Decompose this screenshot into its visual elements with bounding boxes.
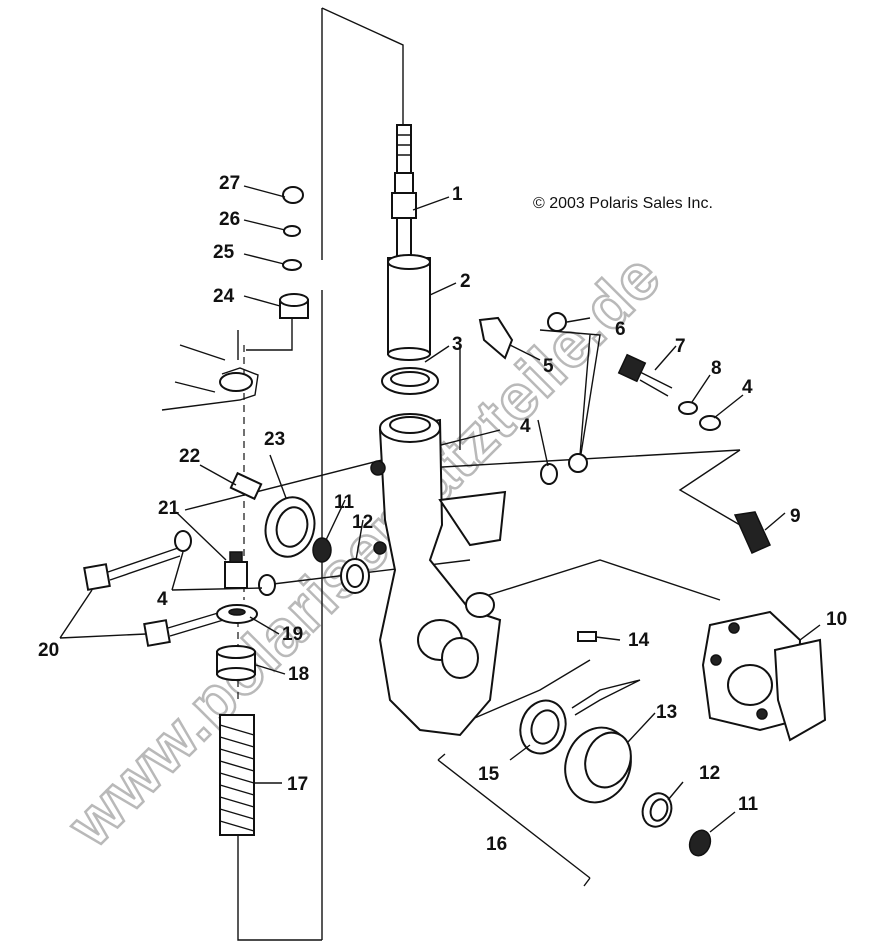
outer-bearing-race <box>641 792 673 828</box>
seal-ring <box>381 367 439 395</box>
tab-nut-lower <box>568 453 588 473</box>
spring-retainer <box>216 645 256 681</box>
lock-washer-8 <box>678 401 698 415</box>
callout-2: 2 <box>460 271 471 292</box>
tab-nut-upper <box>547 312 567 332</box>
spindle-knuckle <box>370 413 507 737</box>
brake-wire <box>571 679 641 716</box>
callout-18: 18 <box>288 664 309 685</box>
washer-left-upper <box>174 530 192 552</box>
caliper-bolt <box>617 353 673 397</box>
callout-21: 21 <box>158 498 180 519</box>
callout-13: 13 <box>656 702 677 723</box>
callout-10: 10 <box>826 609 847 630</box>
grease-fitting <box>577 631 597 642</box>
leader-lines <box>59 185 821 833</box>
callout-12: 12 <box>699 763 720 784</box>
steering-shaft <box>391 124 417 269</box>
coil-spring <box>219 714 255 836</box>
callout-4: 4 <box>742 377 753 398</box>
top-nut <box>282 186 304 204</box>
callout-8: 8 <box>711 358 722 379</box>
callout-6: 6 <box>615 319 626 340</box>
upper-bushing <box>279 293 309 319</box>
callout-27: 27 <box>219 173 240 194</box>
callout-23: 23 <box>264 429 285 450</box>
callout-22: 22 <box>179 446 200 467</box>
inner-bearing-cone <box>312 537 332 563</box>
callout-4: 4 <box>157 589 168 610</box>
callout-3: 3 <box>452 334 463 355</box>
washer-mid <box>540 463 558 485</box>
callout-5: 5 <box>543 356 554 377</box>
callout-15: 15 <box>478 764 500 785</box>
wheel-hub <box>564 726 632 804</box>
callout-17: 17 <box>287 774 308 795</box>
callout-11: 11 <box>738 794 759 815</box>
brake-line-tab <box>478 316 514 360</box>
callout-11: 11 <box>334 492 355 513</box>
bolt-upper <box>83 547 181 591</box>
shaft-sleeve <box>387 254 431 361</box>
hub-seal <box>519 699 567 755</box>
strut-mount <box>161 344 259 411</box>
callout-1: 1 <box>452 184 463 205</box>
copyright-notice: © 2003 Polaris Sales Inc. <box>533 195 713 212</box>
callout-24: 24 <box>213 286 235 307</box>
callout-20: 20 <box>38 640 59 661</box>
callout-4: 4 <box>520 416 531 437</box>
washer-26 <box>283 225 301 237</box>
callout-labels: 1 2 3 4 4 4 5 6 7 8 9 10 11 11 12 12 13 … <box>38 173 847 855</box>
callout-26: 26 <box>219 209 240 230</box>
dust-seal <box>264 496 316 558</box>
callout-9: 9 <box>790 506 801 527</box>
brake-caliper <box>701 610 827 742</box>
callout-16: 16 <box>486 834 507 855</box>
callout-25: 25 <box>213 242 235 263</box>
callout-7: 7 <box>675 336 686 357</box>
callout-14: 14 <box>628 630 650 651</box>
hex-nut-21 <box>224 551 248 589</box>
inner-bearing-race <box>340 558 370 594</box>
washer-left-lower <box>258 574 276 596</box>
outer-bearing-cone <box>688 829 712 857</box>
bracket-16 <box>437 753 591 887</box>
washer-right <box>699 415 721 431</box>
spring-washer <box>216 604 258 624</box>
washer-25 <box>282 259 302 271</box>
callout-12: 12 <box>352 512 373 533</box>
brake-pad <box>733 511 771 554</box>
pivot-bushing <box>229 471 263 501</box>
callout-19: 19 <box>282 624 303 645</box>
